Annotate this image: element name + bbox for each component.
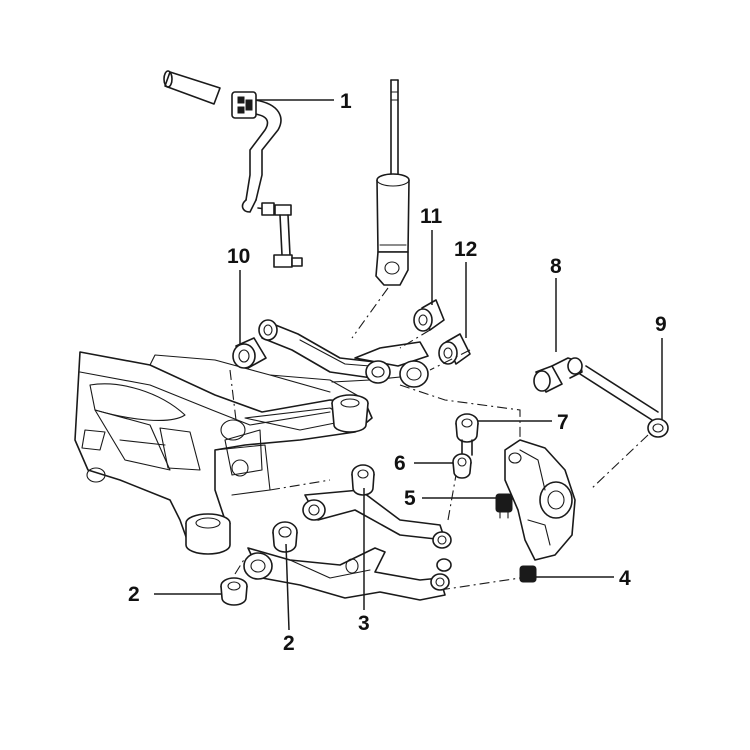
lateral-link [533, 357, 669, 438]
ball-joint-5 [495, 493, 513, 519]
wheel-carrier [504, 439, 576, 561]
callout-10: 10 [227, 245, 250, 268]
callout-12: 12 [454, 238, 477, 261]
shock-absorber [375, 79, 410, 286]
callout-4: 4 [619, 567, 631, 590]
bushing-12 [438, 333, 471, 365]
bushing-3 [351, 464, 375, 496]
callout-11: 11 [420, 205, 443, 228]
lower-control-arm [243, 489, 452, 601]
assembly-lines [229, 287, 649, 591]
stabilizer-bar [163, 70, 282, 213]
bushing-10 [232, 337, 267, 369]
callout-2-left: 2 [128, 583, 140, 606]
callout-3: 3 [358, 612, 370, 635]
callout-7: 7 [557, 411, 569, 434]
leader-lines [154, 99, 663, 631]
rear-subframe [74, 351, 373, 555]
bushing-2-upper [272, 521, 298, 553]
callout-5: 5 [404, 487, 416, 510]
callout-1: 1 [340, 90, 352, 113]
bushing-11 [413, 299, 445, 332]
callout-2-bottom: 2 [283, 632, 295, 655]
callout-9: 9 [655, 313, 667, 336]
upper-control-arm-front [331, 341, 429, 388]
callout-labels: 1 2 2 3 4 5 6 7 8 9 10 11 12 [128, 90, 667, 655]
stabilizer-link [257, 202, 303, 268]
upper-control-arm-rear [258, 319, 376, 379]
callout-8: 8 [550, 255, 562, 278]
bushing-2-lower [220, 577, 248, 606]
ball-joint-4 [519, 565, 537, 583]
callout-6: 6 [394, 452, 406, 475]
toe-link [452, 413, 479, 479]
